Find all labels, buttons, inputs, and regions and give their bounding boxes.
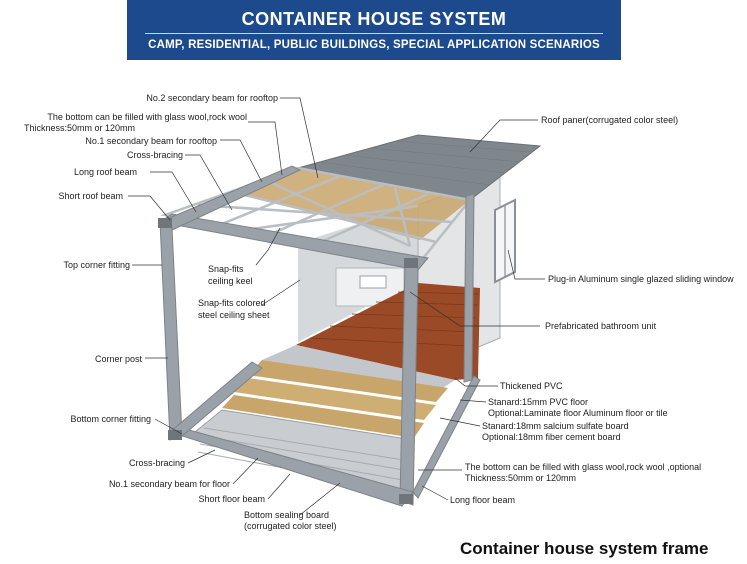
header-title: CONTAINER HOUSE SYSTEM <box>241 9 507 29</box>
label-bathroom-unit: Prefabricated bathroom unit <box>545 321 657 331</box>
label-snap-fits-keel-line2: ceiling keel <box>208 276 253 286</box>
label-corner-post: Corner post <box>94 354 142 364</box>
header-subtitle: CAMP, RESIDENTIAL, PUBLIC BUILDINGS, SPE… <box>148 39 600 51</box>
label-cross-bracing-top: Cross-bracing <box>126 150 183 160</box>
label-sliding-window: Plug-in Aluminum single glazed sliding w… <box>548 274 734 284</box>
label-floor-optional: Optional:Laminate floor Aluminum floor o… <box>488 408 668 418</box>
label-board-optional: Optional:18mm fiber cement board <box>482 432 621 442</box>
header-banner: CONTAINER HOUSE SYSTEM CAMP, RESIDENTIAL… <box>127 0 621 60</box>
corner-fittings <box>158 218 418 504</box>
label-snap-fits-sheet-line2: steel ceiling sheet <box>198 310 270 320</box>
roof-insulation <box>232 168 470 240</box>
label-bottom-sealing-line2: (corrugated color steel) <box>244 521 337 531</box>
label-cross-bracing-bottom: Cross-bracing <box>128 458 185 468</box>
leader-lines <box>128 97 545 516</box>
label-short-floor-beam: Short floor beam <box>198 494 265 504</box>
label-bottom-sealing-line1: Bottom sealing board <box>244 510 330 520</box>
label-no1-secondary-beam-rooftop: No.1 secondary beam for rooftop <box>85 136 217 146</box>
label-short-roof-beam: Short roof beam <box>58 191 123 201</box>
label-long-floor-beam: Long floor beam <box>450 495 516 505</box>
laminate-floor <box>296 283 480 380</box>
label-bottom-corner-fitting: Bottom corner fitting <box>70 414 151 424</box>
label-snap-fits-keel-line1: Snap-fits <box>208 264 244 274</box>
label-roof-fill-line2: Thickness:50mm or 120mm <box>24 123 136 133</box>
label-no2-secondary-beam-rooftop: No.2 secondary beam for rooftop <box>146 93 278 103</box>
floor-insulation <box>222 360 448 438</box>
label-long-roof-beam: Long roof beam <box>73 167 137 177</box>
label-floor-fill-line1: The bottom can be filled with glass wool… <box>465 462 702 472</box>
label-no1-secondary-beam-floor: No.1 secondary beam for floor <box>108 479 230 489</box>
label-roof-panel: Roof paner(corrugated color steel) <box>541 115 679 125</box>
container-frame <box>158 165 481 507</box>
header-divider <box>145 33 603 34</box>
label-top-corner-fitting: Top corner fitting <box>63 260 130 270</box>
label-thickened-pvc: Thickened PVC <box>500 381 563 391</box>
label-board-standard: Stanard:18mm salcium sulfate board <box>482 421 629 431</box>
label-floor-fill-line2: Thickness:50mm or 120mm <box>465 473 577 483</box>
label-floor-standard: Stanard:15mm PVC floor <box>488 397 589 407</box>
diagram-caption: Container house system frame <box>460 539 709 558</box>
label-roof-fill-line1: The bottom can be filled with glass wool… <box>47 112 247 122</box>
label-snap-fits-sheet-line1: Snap-fits colored <box>198 298 266 308</box>
